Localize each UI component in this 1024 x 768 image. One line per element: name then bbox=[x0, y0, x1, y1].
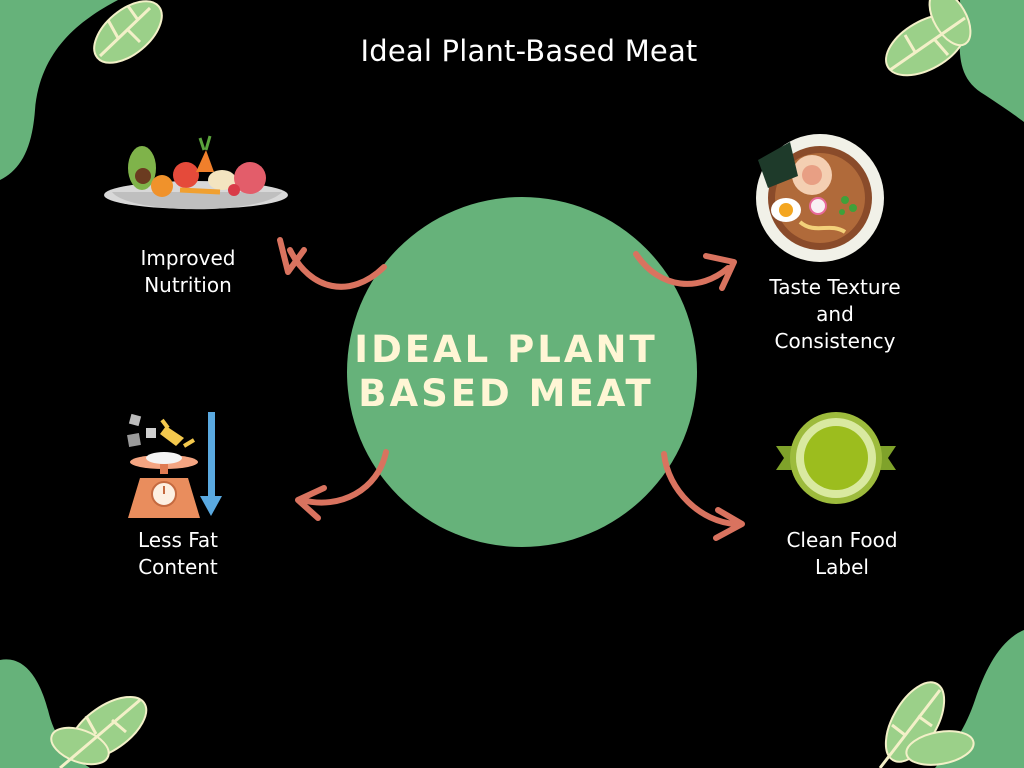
node-label-improved-nutrition: Improved Nutrition bbox=[140, 246, 236, 297]
arrow-to-less-fat bbox=[295, 449, 389, 521]
center-circle bbox=[347, 197, 697, 547]
ramen-bowl-icon bbox=[756, 134, 884, 262]
corner-leaf-top-right bbox=[885, 0, 1024, 122]
center-label: IDEAL PLANT BASED MEAT bbox=[354, 328, 658, 415]
badge-label-icon bbox=[776, 412, 896, 504]
arrow-to-clean-label bbox=[661, 451, 745, 541]
leaf-icon bbox=[93, 0, 163, 64]
page-title: Ideal Plant-Based Meat bbox=[360, 34, 698, 68]
corner-leaf-top-left bbox=[0, 0, 163, 180]
corner-leaf-bottom-left bbox=[0, 659, 148, 768]
food-plate-icon bbox=[104, 135, 288, 210]
node-label-clean-label: Clean Food Label bbox=[786, 528, 898, 579]
leaf-icon bbox=[50, 695, 148, 768]
node-label-taste-texture: Taste Texture and Consistency bbox=[769, 275, 901, 353]
arrow-to-taste-texture bbox=[633, 251, 737, 291]
leaf-icon bbox=[878, 681, 975, 768]
corner-leaf-bottom-right bbox=[878, 630, 1024, 768]
node-label-less-fat: Less Fat Content bbox=[137, 528, 219, 579]
leaf-icon bbox=[885, 0, 972, 77]
kitchen-scale-icon bbox=[127, 412, 222, 518]
arrow-to-improved-nutrition bbox=[277, 237, 387, 290]
